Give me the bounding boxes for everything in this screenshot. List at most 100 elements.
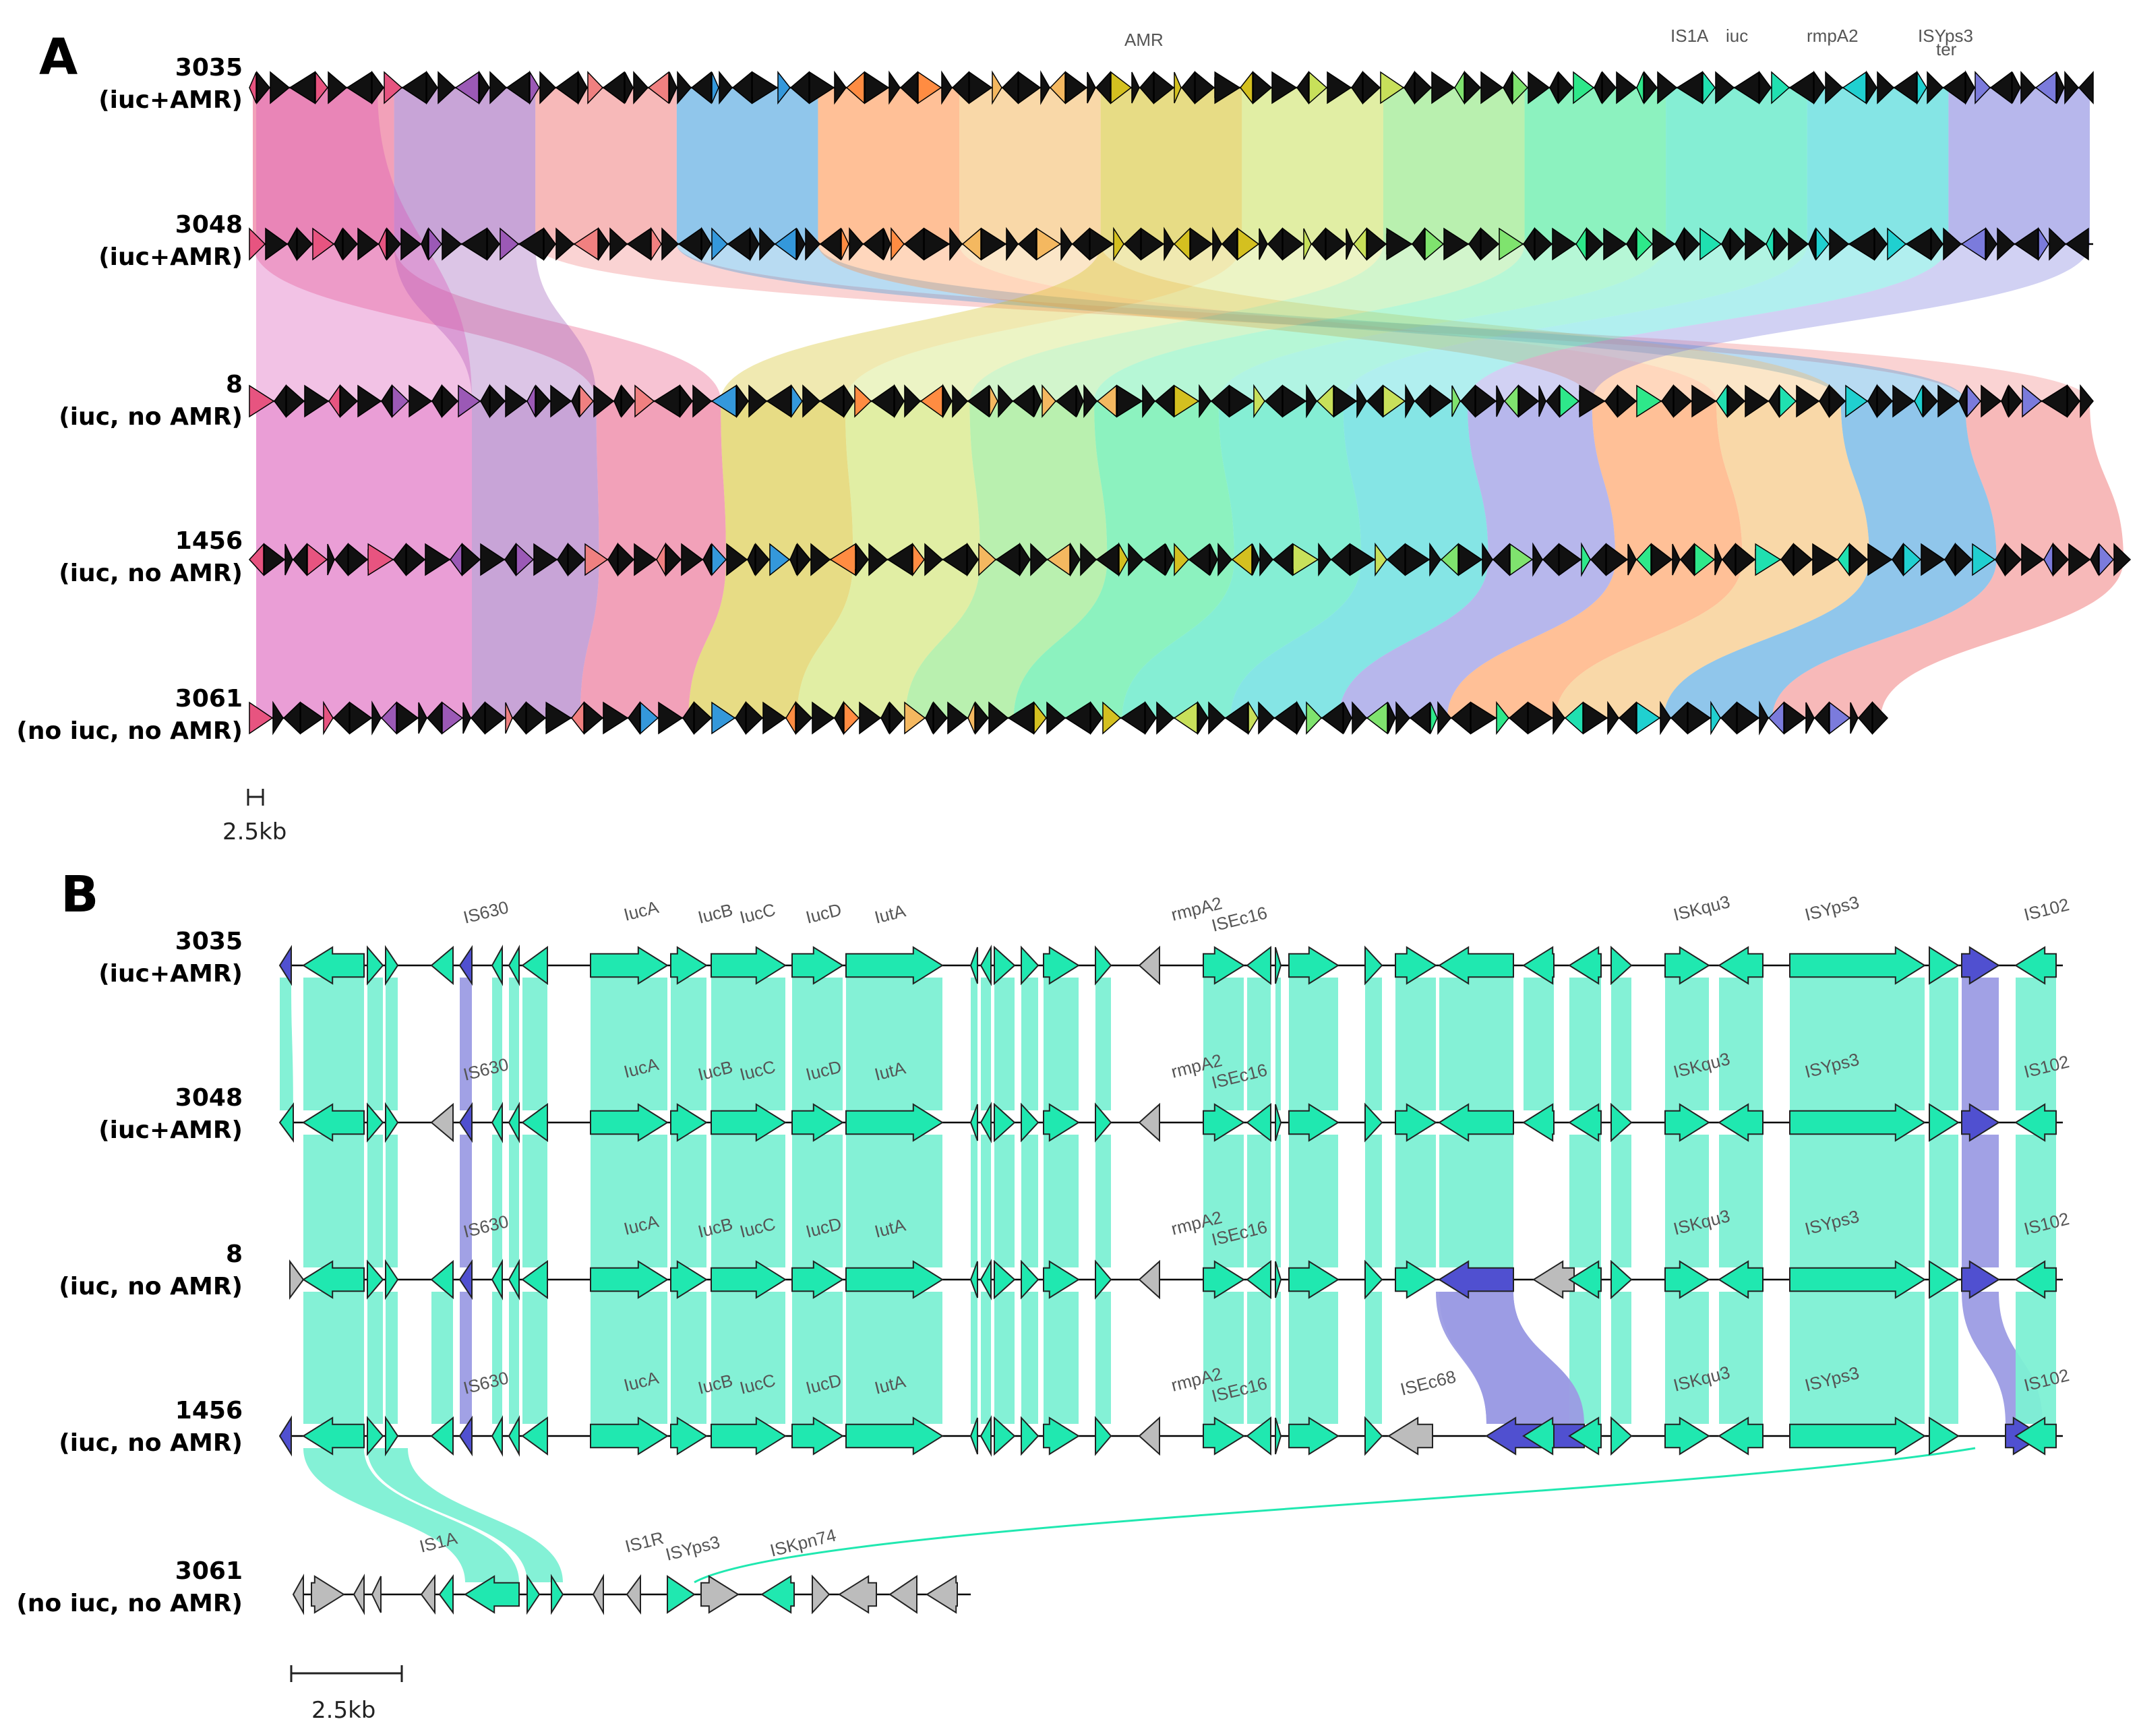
gene-arrow <box>980 945 992 986</box>
gene-arrow <box>994 1102 1016 1143</box>
gene-arrow <box>521 946 548 985</box>
gene-arrow <box>1733 71 1759 104</box>
gene-arrow <box>1664 1416 1710 1456</box>
synteny-link <box>1247 1135 1271 1267</box>
synteny-link <box>1790 1135 1925 1267</box>
gene-arrow <box>1217 542 1232 577</box>
gene-arrow <box>694 701 713 735</box>
gene-arrow <box>1443 227 1470 261</box>
synteny-block <box>394 244 597 401</box>
synteny-link <box>981 1135 991 1267</box>
gene-arrow <box>1579 384 1606 418</box>
gene-arrow <box>270 71 291 104</box>
gene-arrow <box>969 947 978 984</box>
synteny-link <box>1962 1135 1999 1267</box>
gene-arrow <box>1012 384 1034 418</box>
gene-arrow <box>841 228 849 260</box>
gene-arrow <box>769 543 791 576</box>
gene-arrow <box>327 543 335 576</box>
panel-b-track-5-desc: (no iuc, no AMR) <box>16 1590 243 1617</box>
gene-arrow <box>297 227 313 261</box>
gene-arrow <box>1089 227 1114 261</box>
gene-arrow <box>1395 1260 1437 1299</box>
gene-arrow <box>1903 543 1922 576</box>
gene-arrow <box>736 384 749 419</box>
gene-arrow <box>2021 543 2045 576</box>
gene-arrow <box>1958 385 1967 417</box>
synteny-link <box>367 1135 383 1267</box>
gene-arrow <box>805 227 821 261</box>
synteny-link <box>1395 978 1436 1110</box>
gene-arrow <box>1602 70 1617 105</box>
gene-arrow <box>1288 1260 1339 1299</box>
gene-arrow <box>889 701 905 735</box>
gene-arrow <box>1190 227 1213 261</box>
synteny-block <box>472 560 599 718</box>
synteny-link <box>460 1292 472 1424</box>
gene-arrow <box>951 71 969 104</box>
gene-arrow <box>1195 71 1215 104</box>
gene-arrow <box>750 227 760 262</box>
gene-arrow <box>980 1259 992 1300</box>
gene-arrow <box>384 71 403 104</box>
gene-arrow <box>458 945 473 986</box>
gene-arrow <box>1438 946 1514 985</box>
synteny-block <box>1343 401 1488 560</box>
gene-arrow <box>1534 227 1553 261</box>
gene-arrow <box>785 700 796 736</box>
gene-arrow <box>1929 1103 1960 1142</box>
synteny-link <box>1929 1135 1958 1267</box>
gene-arrow <box>1961 946 2000 985</box>
gene-arrow <box>819 227 841 261</box>
gene-arrow <box>1866 70 1877 105</box>
gene-arrow <box>680 384 693 419</box>
gene-arrow <box>1718 1260 1764 1299</box>
gene-arrow <box>1173 701 1198 735</box>
gene-arrow <box>1586 227 1604 261</box>
gene-arrow <box>1325 227 1347 261</box>
gene-arrow <box>1138 1416 1160 1456</box>
panel-b-track-1-desc: (iuc+AMR) <box>98 960 243 988</box>
gene-arrow <box>711 701 736 735</box>
synteny-link <box>1044 978 1079 1110</box>
gene-arrow <box>1096 384 1117 418</box>
synteny-link <box>280 978 293 1110</box>
panel-a-scale-bar: 2.5kb <box>222 789 287 845</box>
gene-label: IucD <box>804 899 843 928</box>
gene-arrow <box>1960 227 1986 261</box>
gene-arrow <box>1805 702 1815 734</box>
gene-arrow <box>888 1575 917 1614</box>
panel-a-track-3-id: 8 <box>226 371 243 398</box>
gene-arrow <box>992 70 1002 105</box>
gene-arrow <box>1508 701 1528 735</box>
gene-arrow <box>1387 702 1396 734</box>
gene-arrow <box>1518 384 1540 418</box>
synteny-link <box>1962 978 1999 1110</box>
gene-arrow <box>1424 227 1445 261</box>
gene-arrow <box>1788 71 1814 104</box>
gene-arrow <box>933 700 948 736</box>
gene-arrow <box>834 700 844 736</box>
gene-arrow <box>862 227 884 261</box>
gene-arrow <box>1661 384 1674 419</box>
gene-arrow <box>1021 1102 1040 1143</box>
gene-arrow <box>994 1416 1016 1456</box>
gene-arrow <box>924 543 944 576</box>
gene-arrow <box>1636 227 1654 261</box>
gene-arrow <box>621 384 635 419</box>
gene-arrow <box>533 543 558 576</box>
gene-arrow <box>1568 946 1602 985</box>
gene-arrow <box>989 385 998 417</box>
gene-arrow <box>1480 227 1500 261</box>
gene-arrow <box>1164 227 1174 262</box>
gene-arrow <box>1267 227 1283 261</box>
gene-arrow <box>1718 946 1764 985</box>
gene-arrow <box>1905 227 1931 261</box>
synteny-link <box>367 978 383 1110</box>
gene-arrow <box>1288 946 1339 985</box>
gene-arrow <box>491 1102 503 1143</box>
gene-arrow <box>458 384 481 418</box>
gene-arrow <box>584 701 604 735</box>
gene-arrow <box>845 71 865 104</box>
